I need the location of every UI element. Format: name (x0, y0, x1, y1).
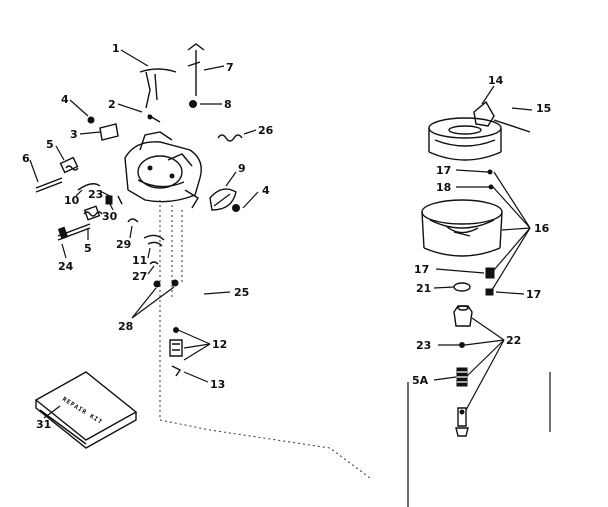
part-11-pin (143, 234, 165, 247)
label-6: 6 (22, 152, 30, 165)
part-18-seal (488, 184, 494, 190)
part-15-pin (493, 119, 531, 133)
label-18: 18 (436, 181, 451, 194)
part-30-jet (105, 195, 123, 205)
part-5a-spring (456, 367, 468, 387)
label-22: 22 (506, 334, 521, 347)
label-1: 1 (112, 42, 120, 55)
part-12-inlet (169, 327, 183, 357)
label-24: 24 (58, 260, 74, 273)
part-17-plug-middle (485, 267, 495, 279)
part-28-washer-a (153, 280, 161, 288)
label-14: 14 (488, 74, 504, 87)
label-21: 21 (416, 282, 431, 295)
carburetor-body-assembly (35, 43, 371, 479)
label-13: 13 (210, 378, 225, 391)
label-17-top: 17 (436, 164, 451, 177)
part-13-plug (171, 365, 182, 377)
label-23-left: 23 (88, 188, 103, 201)
label-23-right: 23 (416, 339, 431, 352)
part-1-choke-lever (139, 68, 177, 109)
part-9-throttle-plate (209, 188, 237, 211)
label-12: 12 (212, 338, 227, 351)
label-25: 25 (234, 286, 249, 299)
float-bowl-assembly (407, 100, 551, 507)
label-31: 31 (36, 418, 51, 431)
part-5-spring-lower (83, 205, 103, 221)
label-7: 7 (226, 61, 234, 74)
callout-labels: 1 7 8 2 4 3 26 5 9 4 6 10 23 30 5 24 29 … (22, 42, 551, 431)
part-23-washer-right (459, 342, 465, 348)
label-4-lower: 4 (262, 184, 270, 197)
label-16: 16 (534, 222, 550, 235)
part-14-float-top (473, 100, 495, 127)
label-5-lower: 5 (84, 242, 92, 255)
repair-kit-text: REPAIR KIT (61, 396, 104, 426)
part-4-screw-lower (232, 204, 240, 212)
label-4-top: 4 (61, 93, 69, 106)
label-11: 11 (132, 254, 147, 267)
assembly-guide-line-4 (159, 419, 371, 479)
label-15: 15 (536, 102, 551, 115)
part-28-washer-b (171, 279, 179, 287)
label-29: 29 (116, 238, 131, 251)
part-7-throttle-shaft (187, 43, 205, 96)
label-3: 3 (70, 128, 78, 141)
label-28: 28 (118, 320, 133, 333)
label-9: 9 (238, 162, 246, 175)
label-5a: 5A (412, 374, 429, 387)
part-6-needle (35, 177, 63, 193)
part-22-bowl-nut (453, 305, 473, 327)
label-26: 26 (258, 124, 274, 137)
leader-lines (29, 49, 533, 419)
part-24-needle (57, 223, 91, 241)
part-27-clip (149, 261, 159, 265)
part-2-screw (147, 114, 161, 123)
part-26-spring (217, 134, 243, 142)
float-bowl (421, 199, 503, 257)
label-8: 8 (224, 98, 232, 111)
label-17-middle: 17 (414, 263, 429, 276)
repair-kit: REPAIR KIT (34, 371, 138, 449)
label-30: 30 (102, 210, 118, 223)
carburetor-main-body (124, 131, 202, 209)
label-10: 10 (64, 194, 80, 207)
label-5-top: 5 (46, 138, 54, 151)
label-27: 27 (132, 270, 147, 283)
label-17-right: 17 (526, 288, 541, 301)
label-2: 2 (108, 98, 116, 111)
part-8-washer (189, 100, 197, 108)
float-ring (428, 117, 502, 161)
part-17-plug-right (485, 288, 494, 296)
part-3-plate (99, 123, 119, 141)
part-22-screw (455, 407, 469, 437)
part-10-gasket (77, 183, 101, 191)
part-5-spring-top (59, 156, 79, 174)
part-21-gasket (453, 282, 471, 292)
part-17-seal-top (487, 169, 493, 175)
part-4-screw-top (87, 116, 95, 124)
part-29-seat (127, 218, 139, 223)
